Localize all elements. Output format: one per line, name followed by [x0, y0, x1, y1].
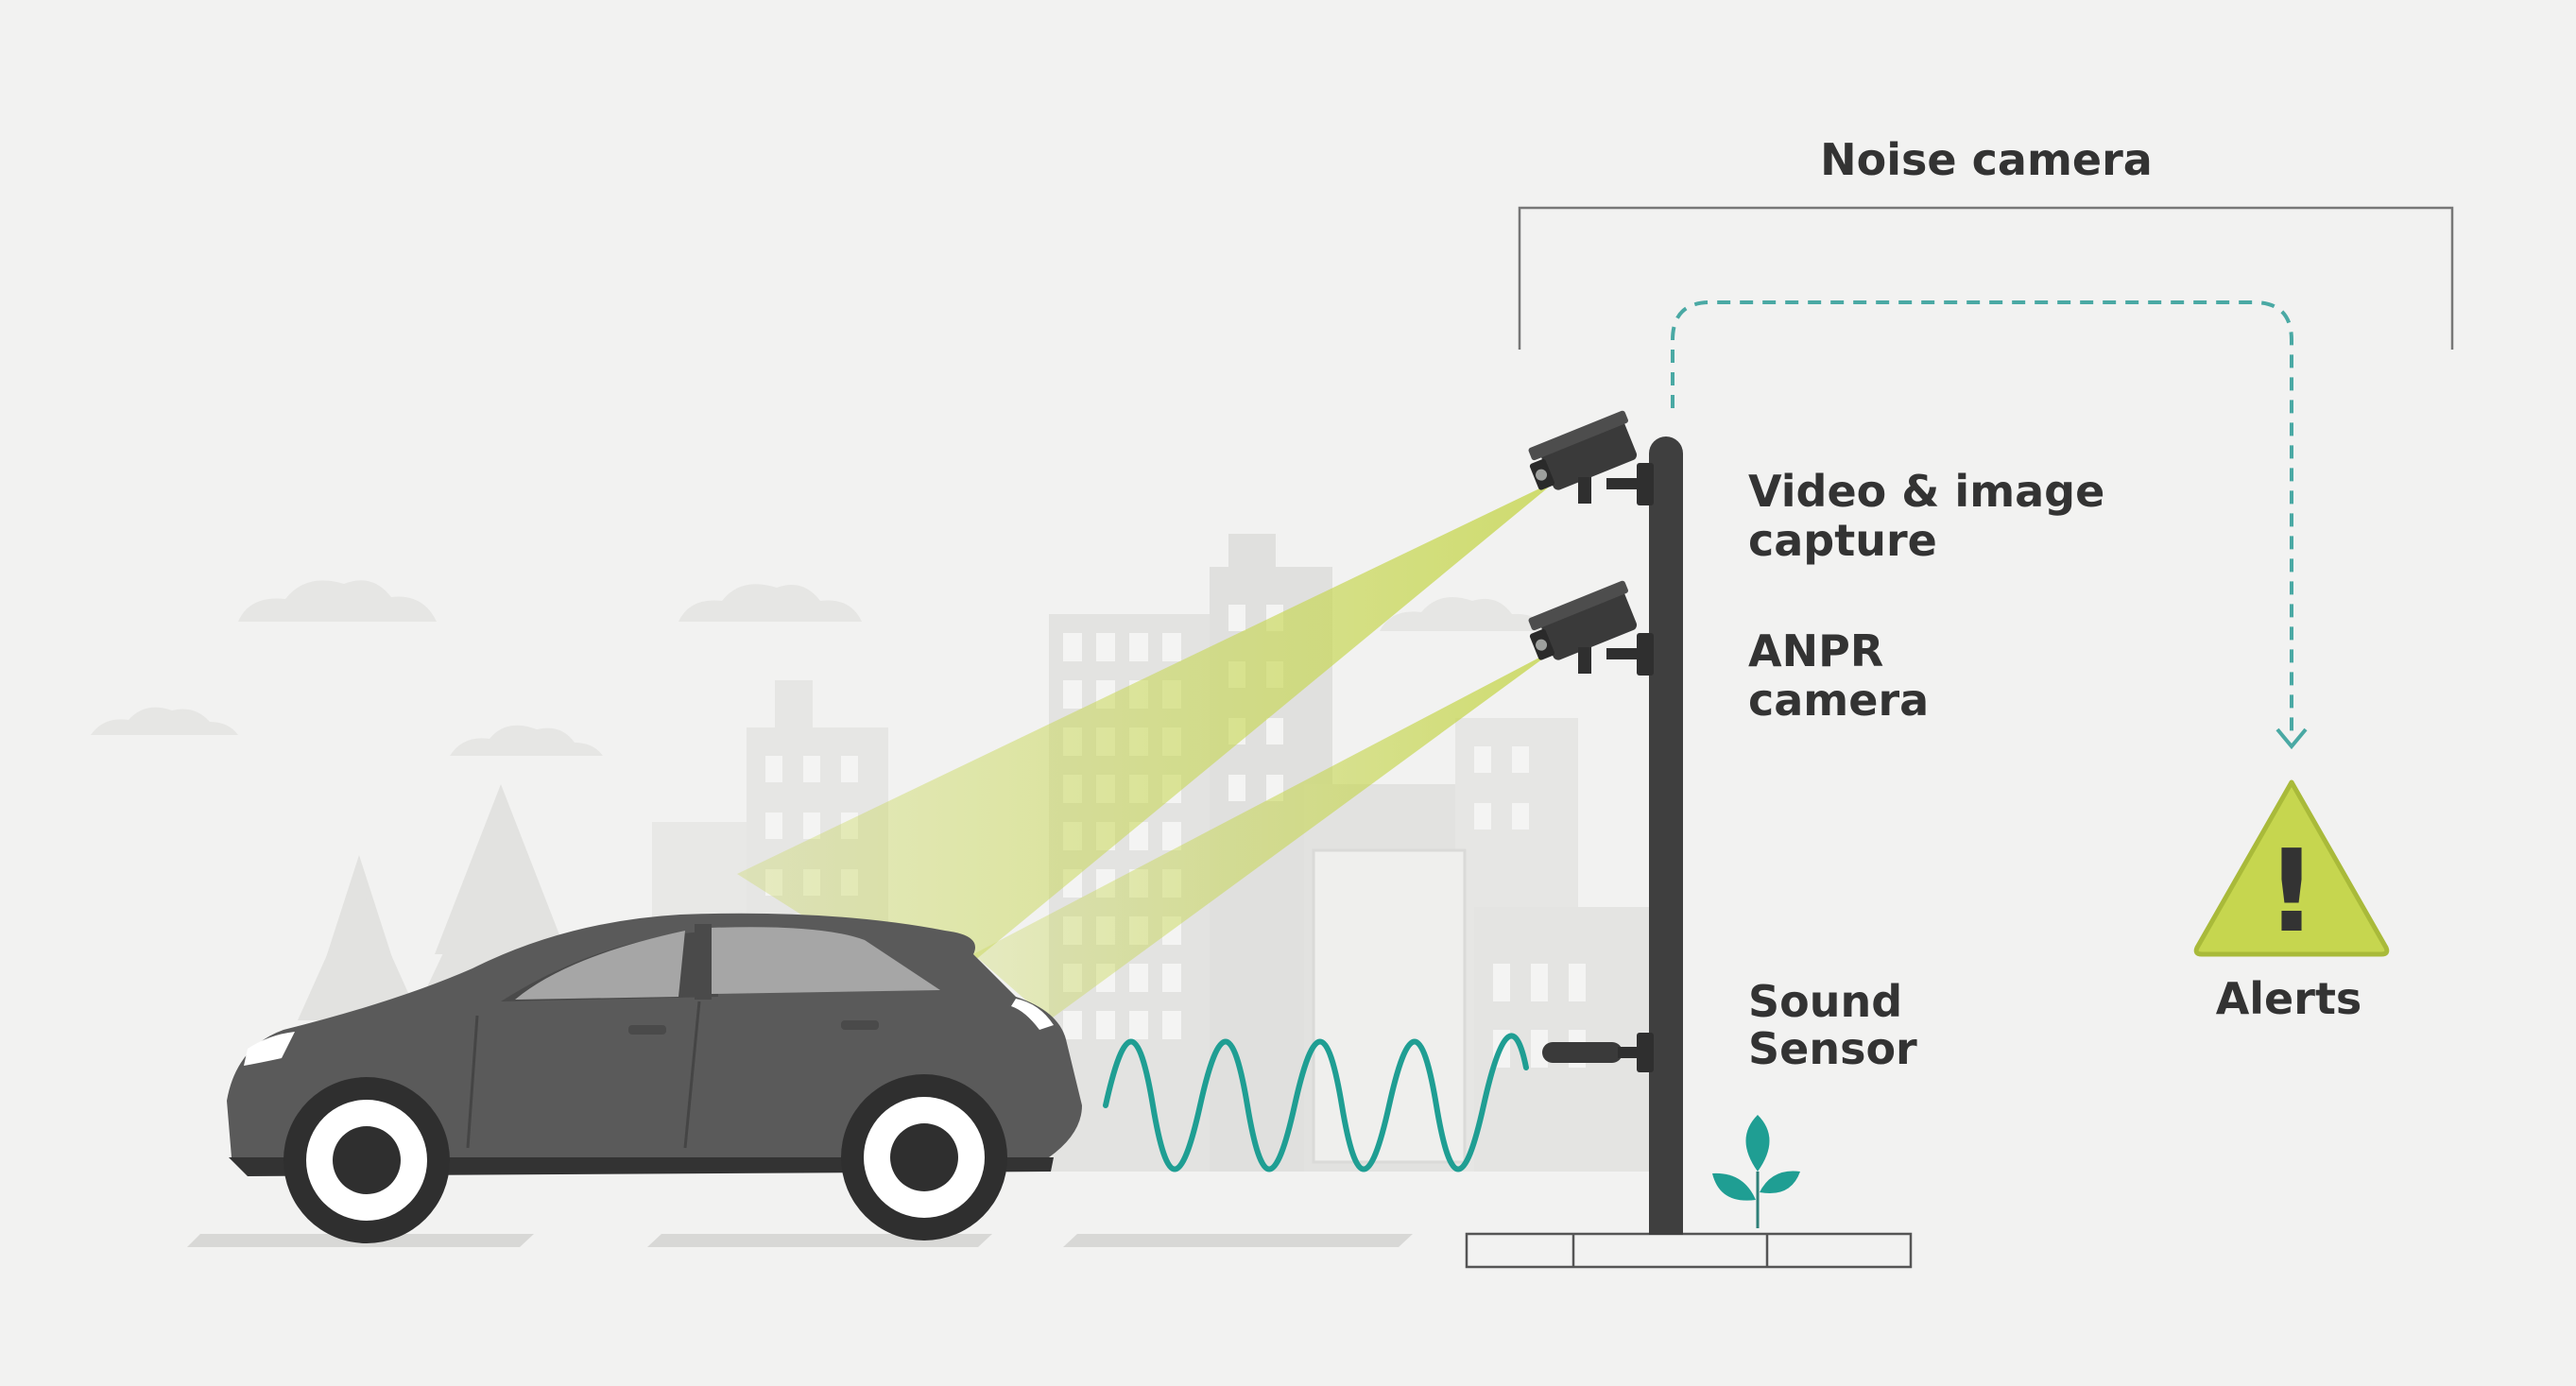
camera-beams — [737, 480, 1557, 1020]
alerts-label: Alerts — [2216, 973, 2362, 1024]
noise-camera-bracket — [1518, 206, 2454, 350]
sound-sensor-icon — [1542, 1033, 1654, 1072]
cctv-camera-icon — [1528, 410, 1654, 505]
curb — [1465, 1232, 1913, 1269]
front-wheel — [283, 1077, 450, 1243]
video-capture-label: Video & image capture — [1748, 466, 2120, 566]
anpr-camera-beam — [973, 648, 1557, 1020]
sound-wave — [1103, 1033, 1529, 1172]
arrow-head-icon — [2275, 727, 2308, 750]
clouds — [91, 580, 1548, 756]
plant-icon — [1712, 1115, 1800, 1228]
anpr-camera-label: ANPR camera — [1748, 625, 1929, 726]
car-icon — [227, 913, 1082, 1243]
warning-exclamation: ! — [2266, 827, 2318, 958]
anpr-camera-icon — [1528, 580, 1654, 676]
video-camera-beam — [737, 480, 1557, 997]
rear-wheel — [841, 1074, 1007, 1241]
warning-triangle-icon: ! — [2193, 779, 2390, 958]
noise-camera-title: Noise camera — [1820, 134, 2153, 185]
sound-sensor-label: Sound Sensor — [1748, 976, 1917, 1074]
camera-pole — [1649, 436, 1683, 1235]
